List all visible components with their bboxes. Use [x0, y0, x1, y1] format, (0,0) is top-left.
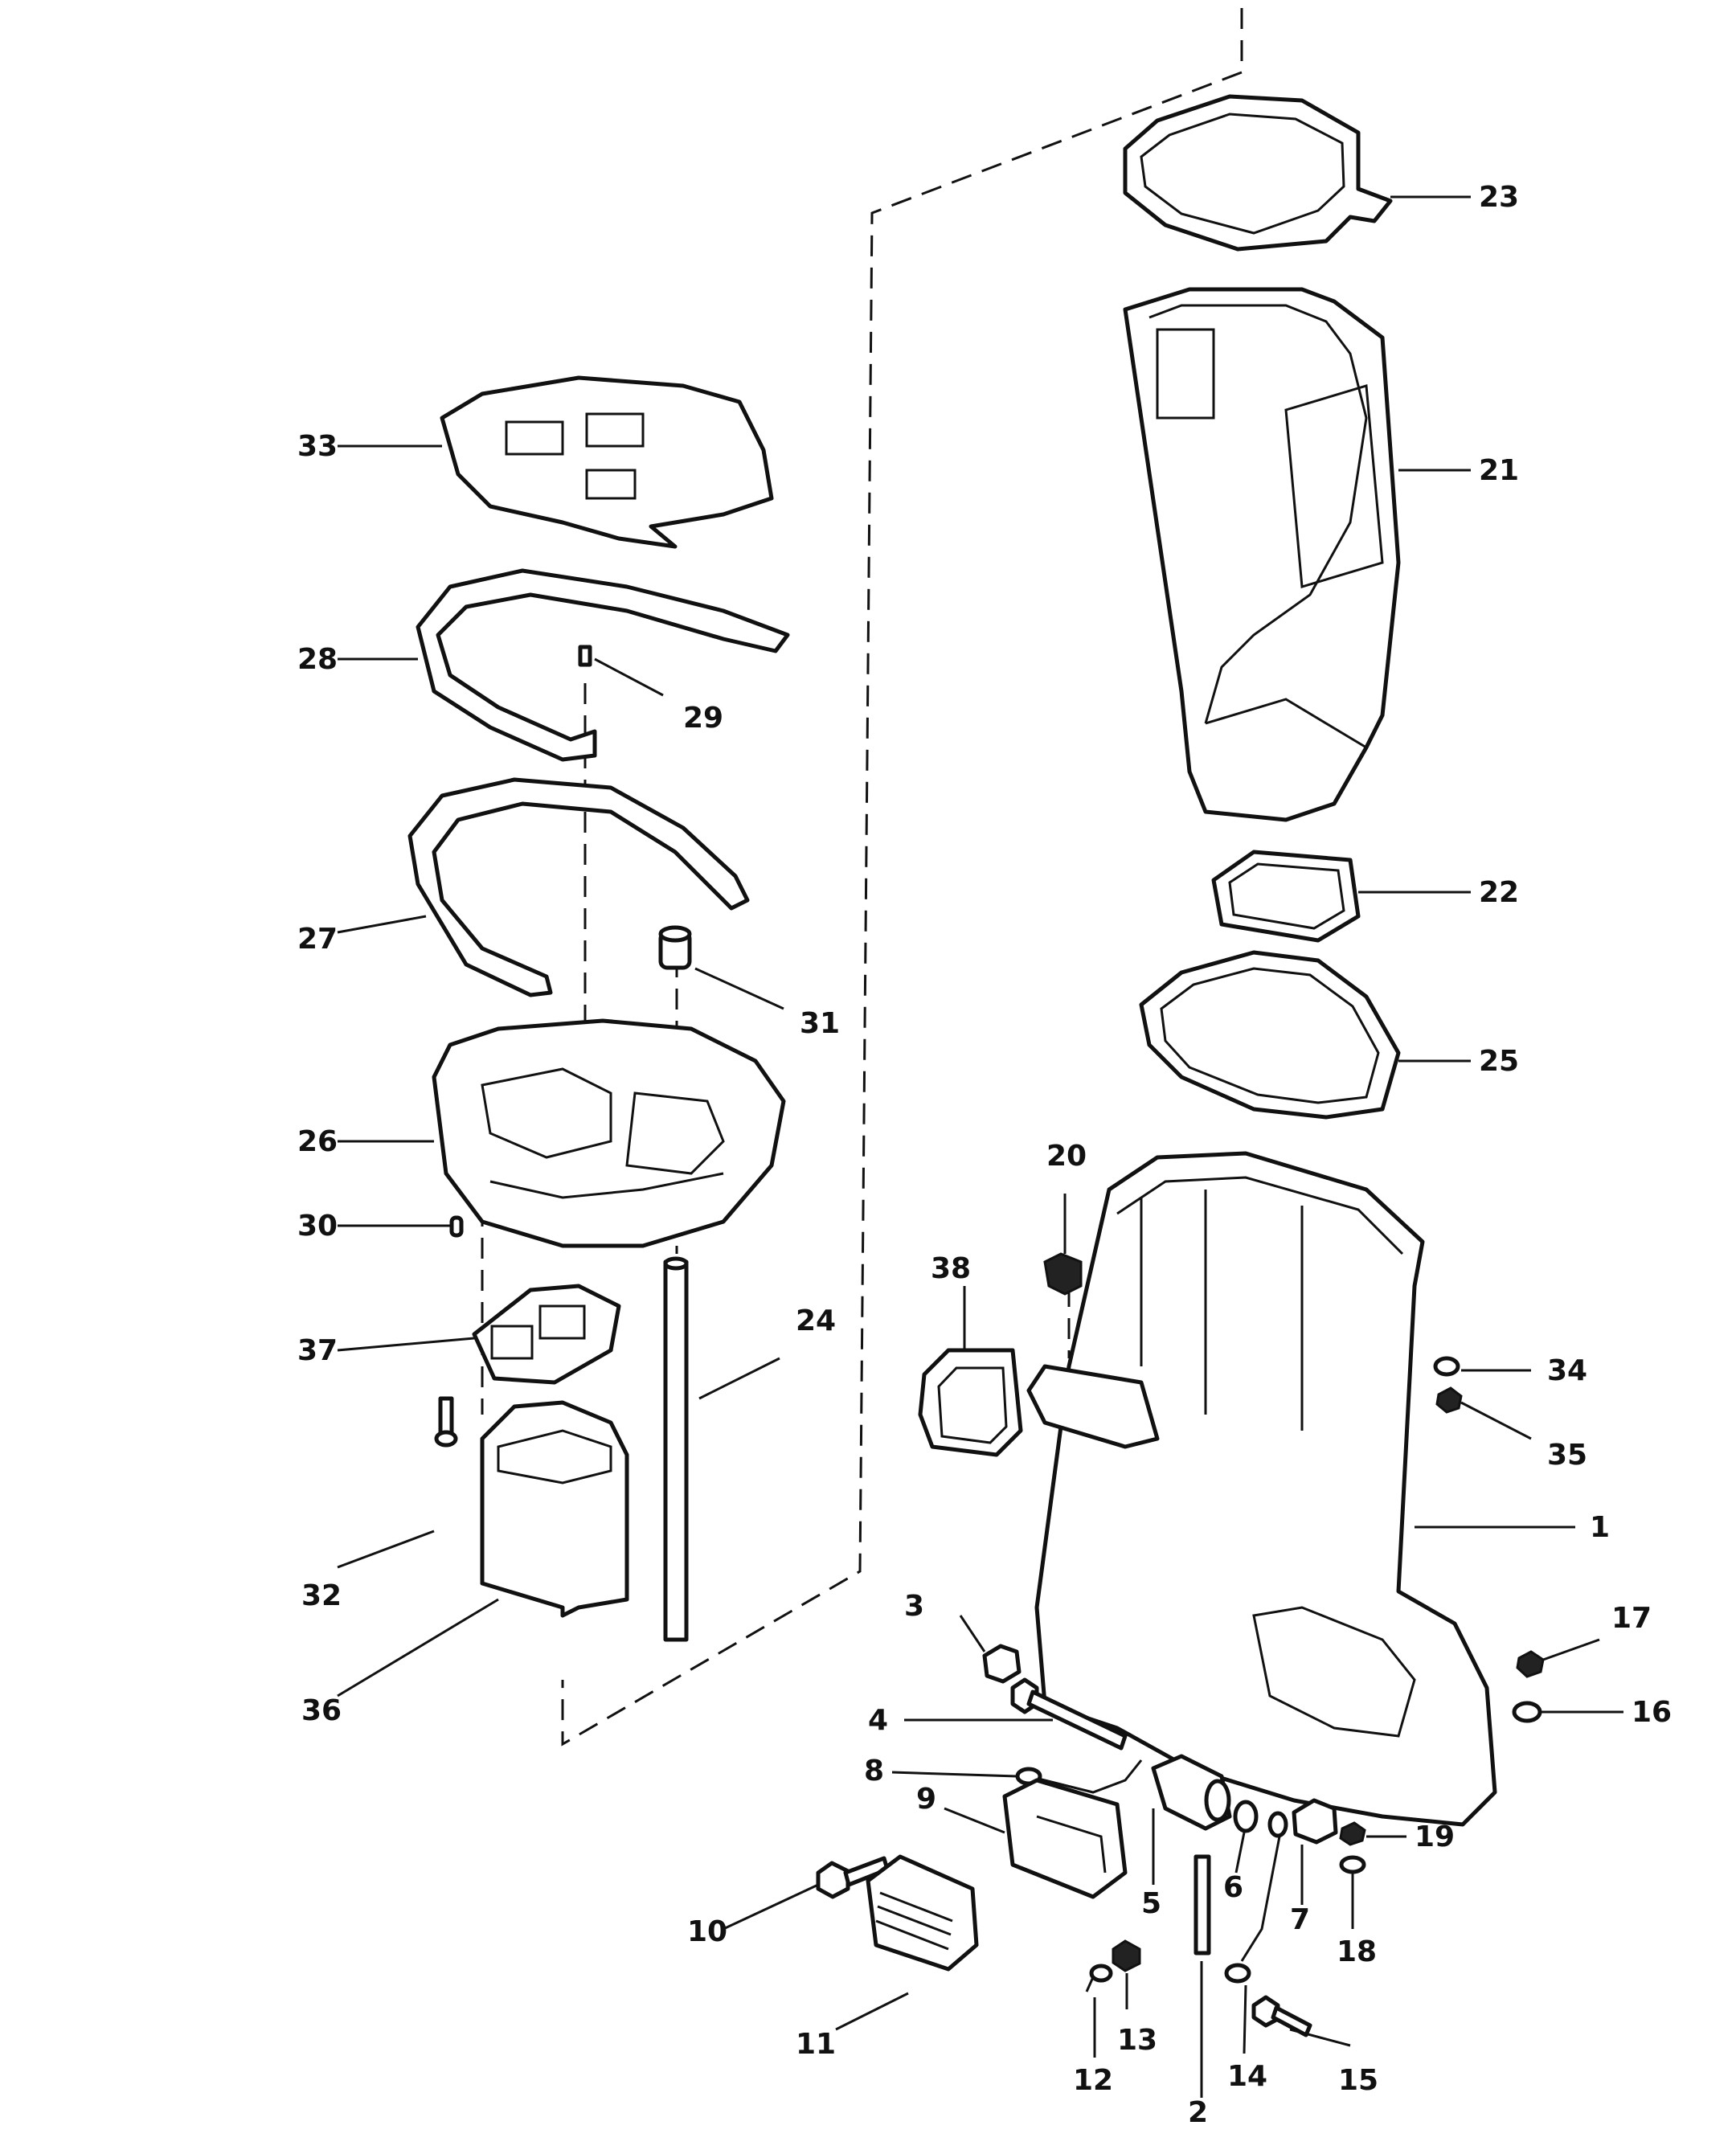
part-9-mount-bracket — [1002, 1778, 1128, 1899]
part-35-nut — [1435, 1386, 1463, 1414]
part-37-gasket — [472, 1284, 621, 1385]
part-20-plug — [1043, 1252, 1083, 1296]
part-23-top-seal — [1123, 94, 1393, 252]
callout-8: 8 — [864, 1755, 884, 1788]
callout-30: 30 — [297, 1210, 338, 1243]
part-34-washer — [1433, 1356, 1460, 1377]
part-21-upper-housing — [1123, 287, 1401, 822]
part-3-nut — [982, 1644, 1022, 1684]
part-31-bushing — [658, 925, 692, 970]
callout-28: 28 — [297, 643, 338, 676]
part-28-seal — [416, 568, 790, 762]
part-27-curved-seal — [407, 777, 750, 997]
callout-14: 14 — [1227, 2060, 1267, 2093]
callout-22: 22 — [1479, 876, 1519, 909]
callout-32: 32 — [301, 1579, 342, 1612]
part-14-ground-wire — [1224, 1811, 1288, 1984]
callout-6: 6 — [1223, 1871, 1243, 1904]
callout-7: 7 — [1290, 1903, 1310, 1936]
leader-lines — [337, 195, 1623, 2098]
callout-18: 18 — [1337, 1935, 1377, 1968]
callout-34: 34 — [1547, 1354, 1587, 1387]
part-24-water-tube — [663, 1256, 689, 1642]
part-33-gasket-plate — [440, 375, 774, 549]
callout-37: 37 — [297, 1334, 338, 1367]
callout-10: 10 — [687, 1915, 727, 1948]
callout-15: 15 — [1338, 2064, 1378, 2097]
callout-5: 5 — [1141, 1887, 1161, 1920]
callout-19: 19 — [1415, 1820, 1455, 1853]
callout-25: 25 — [1479, 1045, 1519, 1078]
callout-4: 4 — [868, 1704, 888, 1737]
callout-23: 23 — [1479, 181, 1519, 214]
part-30-dowel — [449, 1215, 464, 1238]
callout-2: 2 — [1188, 2096, 1208, 2129]
dashed-assembly-outline — [561, 8, 1243, 1747]
part-32-screw — [434, 1396, 458, 1448]
part-1-driveshaft-housing — [1026, 1151, 1497, 1827]
callout-9: 9 — [916, 1783, 936, 1816]
callout-13: 13 — [1117, 2024, 1157, 2057]
part-13-nut — [1112, 1939, 1141, 1972]
callout-17: 17 — [1611, 1602, 1652, 1635]
part-4-bolt — [1010, 1677, 1128, 1751]
callout-20: 20 — [1046, 1140, 1087, 1173]
part-36-exhaust-extension — [480, 1400, 629, 1618]
callout-27: 27 — [297, 923, 338, 956]
part-38-grommet — [918, 1348, 1023, 1457]
part-25-housing-gasket — [1139, 950, 1401, 1120]
part-19-nut — [1339, 1821, 1366, 1846]
callout-16: 16 — [1632, 1696, 1672, 1729]
part-18-washer — [1339, 1855, 1366, 1874]
callout-11: 11 — [796, 2028, 836, 2061]
part-5-roller — [1151, 1754, 1232, 1831]
callout-31: 31 — [800, 1007, 840, 1040]
part-29-dowel — [578, 645, 592, 667]
part-15-bolt — [1251, 1995, 1312, 2037]
part-17-nut — [1516, 1650, 1545, 1678]
callout-12: 12 — [1073, 2064, 1113, 2097]
callout-1: 1 — [1590, 1511, 1610, 1544]
callout-24: 24 — [796, 1304, 836, 1337]
callout-26: 26 — [297, 1125, 338, 1158]
part-2-stud — [1194, 1854, 1211, 1955]
callout-29: 29 — [683, 702, 723, 735]
callout-21: 21 — [1479, 454, 1519, 487]
part-6-washer — [1233, 1800, 1259, 1833]
part-12-screw — [1085, 1964, 1113, 1992]
part-11-rubber-mount — [866, 1854, 979, 1972]
part-22-square-seal — [1211, 850, 1361, 943]
callout-labels: 1 2 3 4 5 6 7 8 9 10 11 12 13 14 15 16 1… — [297, 181, 1672, 2129]
callout-3: 3 — [904, 1590, 924, 1623]
callout-33: 33 — [297, 430, 338, 463]
part-16-washer — [1512, 1701, 1542, 1723]
callout-36: 36 — [301, 1694, 342, 1727]
callout-38: 38 — [931, 1252, 971, 1285]
part-7-nut — [1292, 1798, 1338, 1845]
part-10-bolt — [816, 1856, 890, 1899]
part-26-adapter-plate — [432, 1018, 786, 1248]
callout-35: 35 — [1547, 1439, 1587, 1472]
